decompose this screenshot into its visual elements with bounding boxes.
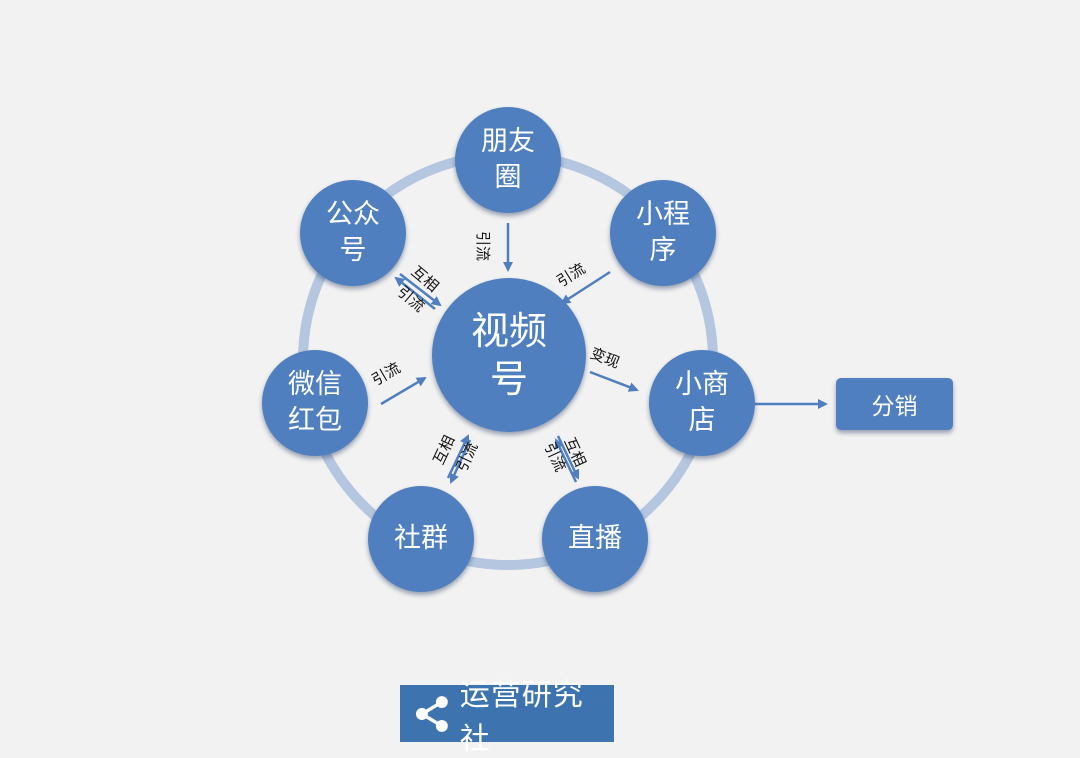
node-xiaoshangdian: 小商店 [649, 350, 755, 456]
node-gongzhonghao-label: 公众号 [325, 199, 380, 266]
fenxiao-box: 分销 [836, 378, 953, 430]
arrow-center-to-shequn [449, 439, 472, 484]
node-shequn: 社群 [368, 486, 474, 592]
node-center-shipinhao: 视频号 [432, 278, 586, 432]
share-icon [415, 695, 448, 732]
arrow-center-to-gongzhonghao [394, 276, 436, 310]
arrow-center-to-zhibo [556, 435, 580, 480]
node-gongzhonghao: 公众号 [300, 180, 406, 286]
edge-label-pengyouquan: 引流 [474, 230, 493, 262]
node-xiaoshangdian-label: 小商店 [674, 369, 729, 436]
node-shequn-label: 社群 [394, 523, 448, 554]
node-weixinhongbao-label: 微信红包 [287, 369, 342, 436]
arrow-shequn-to-center [446, 434, 470, 479]
diagram: 朋友圈 公众号 小程序 微信红包 小商店 社群 直播 视频号 引流 引流 互相 … [262, 107, 953, 757]
node-pengyouquan-label: 朋友圈 [480, 126, 535, 193]
node-xiaochengxu: 小程序 [610, 180, 716, 286]
arrow-center-to-xiaoshangdian [589, 370, 639, 392]
arrow-xiaochengxu-to-center [560, 270, 611, 305]
node-xiaochengxu-label: 小程序 [635, 199, 690, 266]
node-zhibo-label: 直播 [568, 523, 622, 554]
fenxiao-label: 分销 [871, 394, 918, 420]
watermark-text: 运营研究社 [459, 677, 584, 757]
node-zhibo: 直播 [542, 486, 648, 592]
node-weixinhongbao: 微信红包 [262, 350, 368, 456]
node-center-label: 视频号 [470, 309, 547, 401]
watermark: 运营研究社 [400, 678, 614, 757]
node-pengyouquan: 朋友圈 [455, 107, 561, 213]
arrow-weixinhongbao-to-center [380, 376, 427, 406]
arrow-gongzhonghao-to-center [399, 273, 442, 307]
